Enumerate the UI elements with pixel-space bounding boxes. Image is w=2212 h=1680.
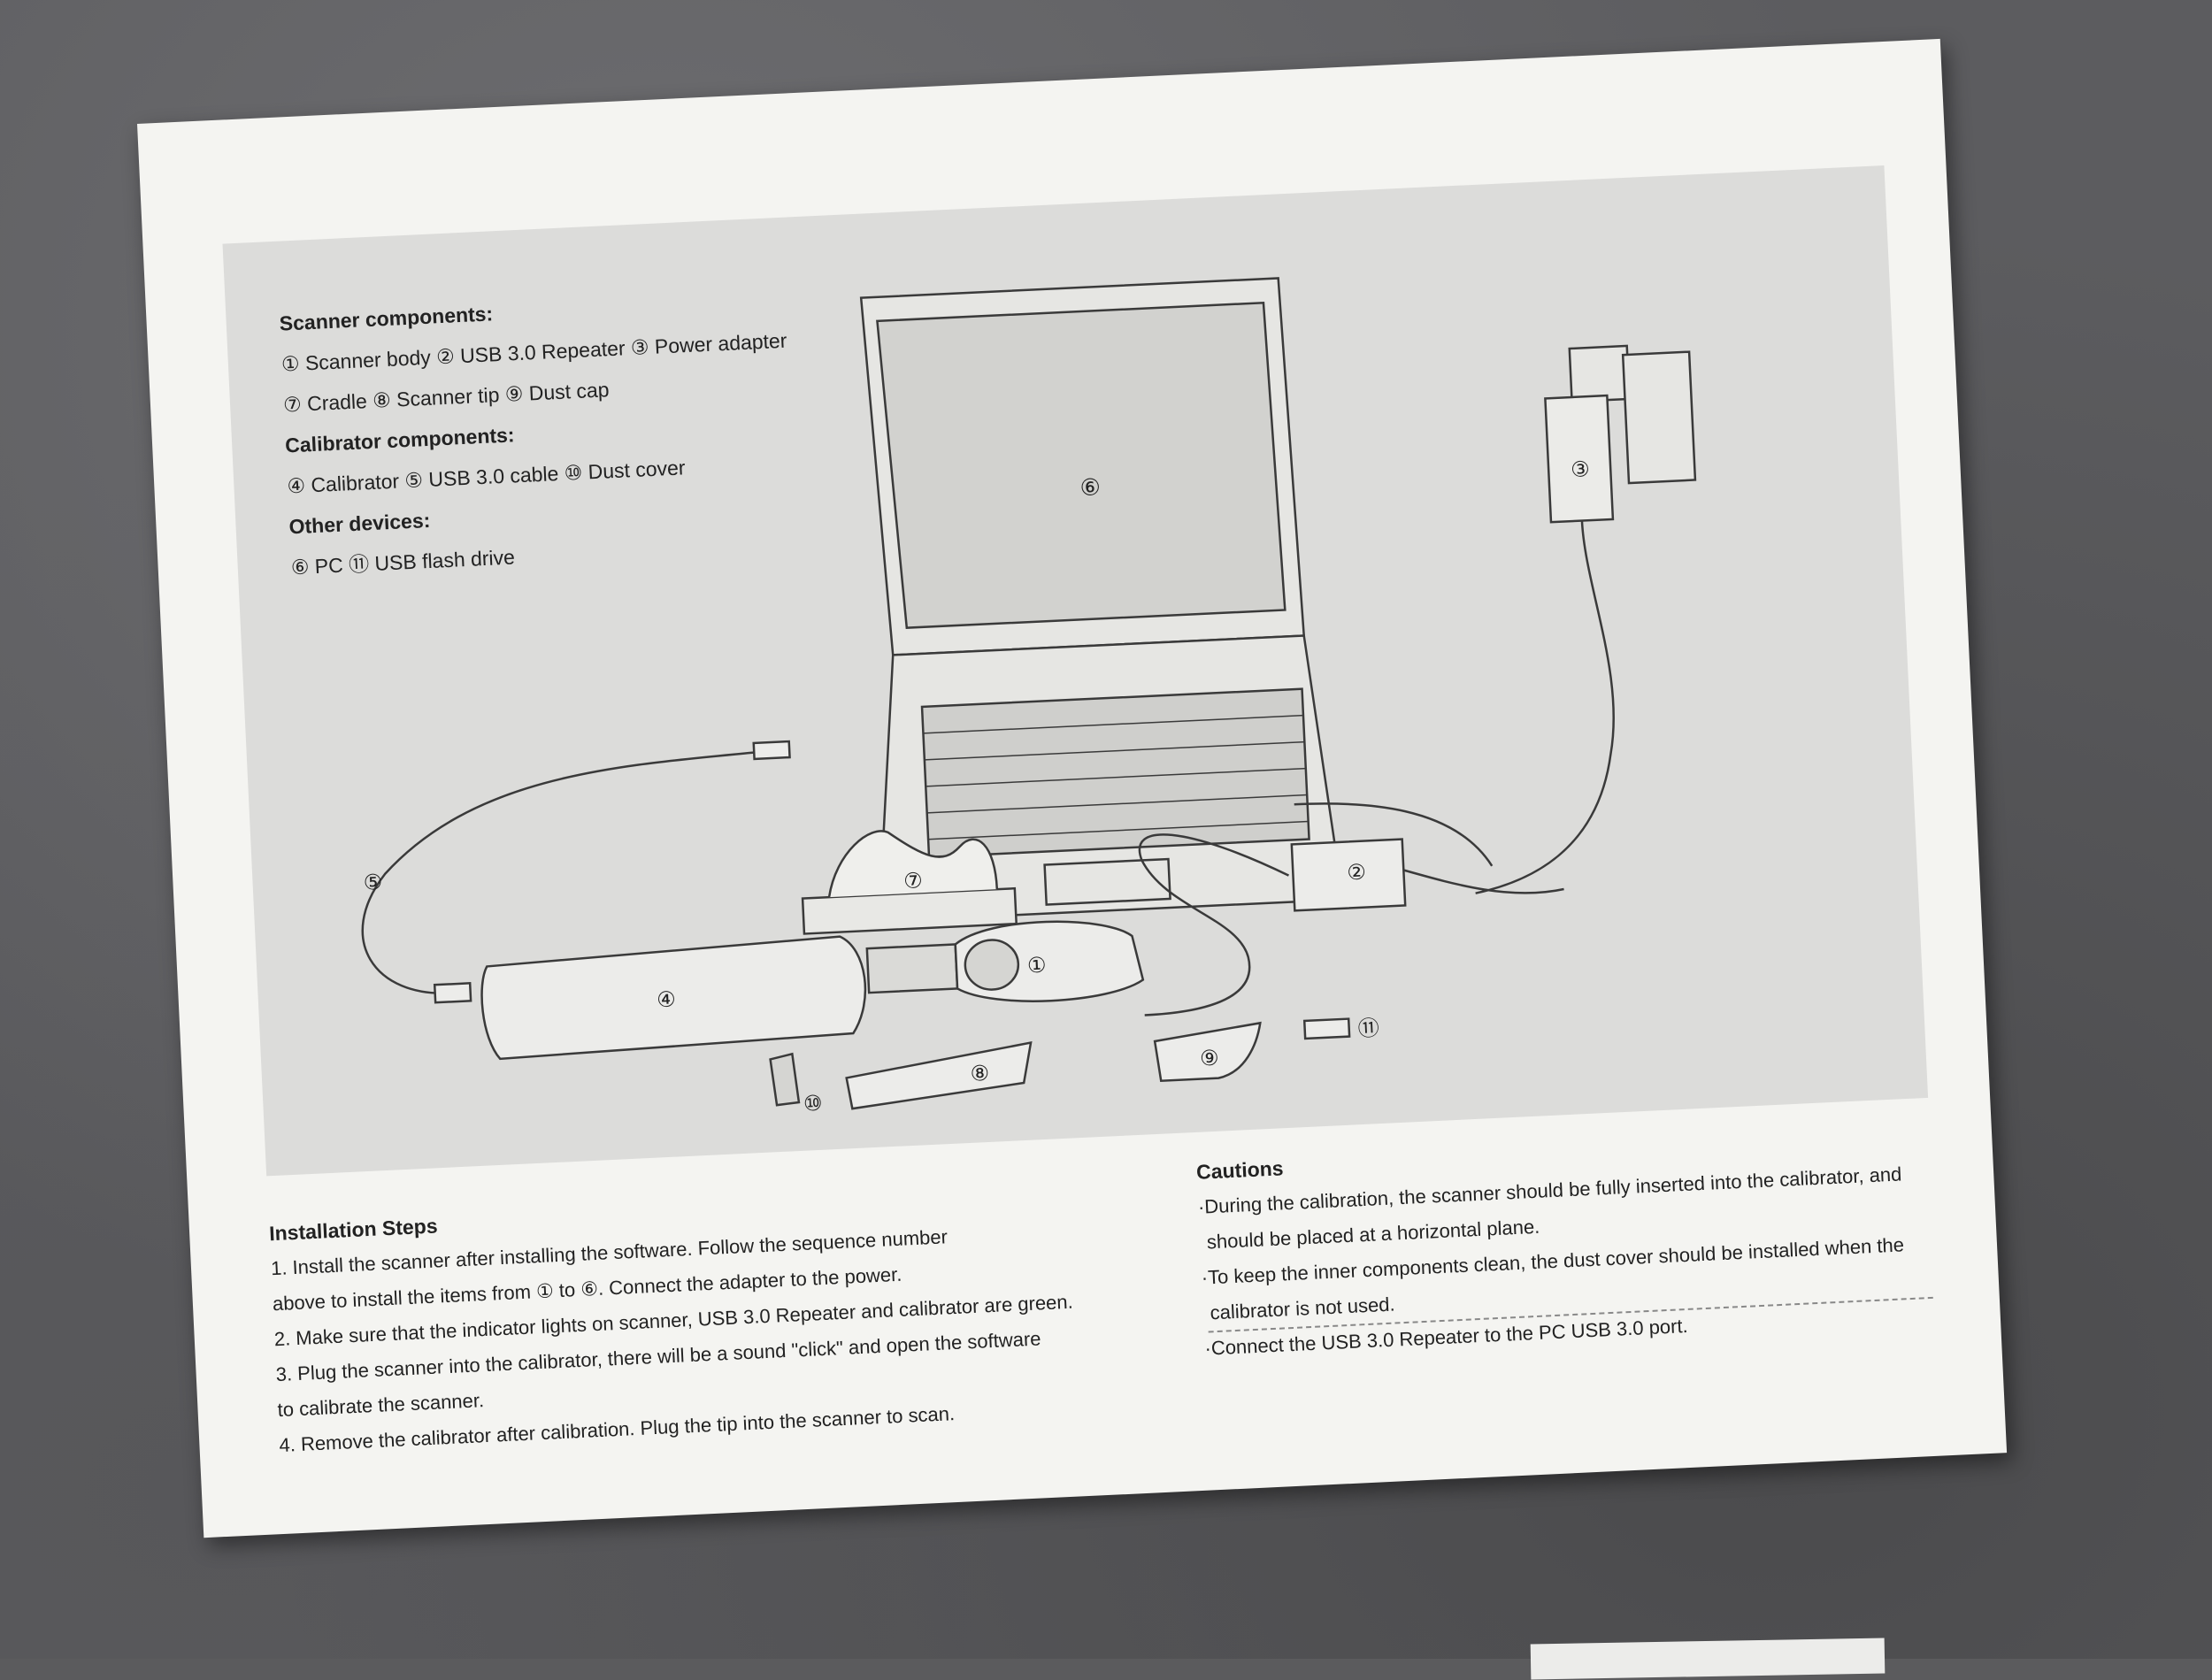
usb-plug-top	[752, 740, 791, 761]
label-pc: ⑥	[1079, 474, 1102, 502]
second-paper-edge	[1530, 1638, 1886, 1680]
power-adapter-illustration	[1475, 344, 1697, 894]
label-calibrator: ④	[657, 986, 677, 1012]
label-usb-repeater: ②	[1347, 860, 1367, 886]
illustration-panel: ⑥ ③ ② ⑤	[222, 165, 1929, 1177]
laptop-illustration	[859, 277, 1345, 923]
components-list: Scanner components: ① Scanner body ② USB…	[279, 273, 928, 588]
label-usb-flash-drive: ⑪	[1357, 1016, 1379, 1041]
label-cradle: ⑦	[903, 868, 924, 894]
label-dust-cap: ⑨	[1199, 1046, 1219, 1071]
dust-cap-illustration	[1153, 1021, 1262, 1082]
calibrator-illustration	[480, 935, 867, 1061]
instruction-card: ⑥ ③ ② ⑤	[137, 38, 2008, 1538]
usb-cable-illustration	[361, 750, 765, 994]
usb-plug-bottom	[433, 982, 472, 1004]
label-dust-cover: ⑩	[803, 1091, 823, 1116]
label-power-adapter: ③	[1571, 456, 1591, 482]
scanner-body-illustration	[865, 920, 1145, 1002]
label-usb-cable: ⑤	[363, 870, 383, 895]
cradle-illustration	[801, 830, 1018, 935]
cautions-section: Cautions ·During the calibration, the sc…	[1195, 1119, 1956, 1367]
installation-steps: Installation Steps 1. Install the scanne…	[268, 1172, 1208, 1463]
usb-flash-drive-illustration	[1302, 1017, 1351, 1040]
scanner-cable	[1138, 833, 1290, 1016]
dust-cover-illustration	[769, 1052, 801, 1107]
label-scanner-tip: ⑧	[970, 1061, 990, 1086]
installation-diagram: ⑥ ③ ② ⑤	[361, 277, 1697, 1116]
label-scanner-body: ①	[1026, 953, 1047, 978]
scanner-tip-illustration	[845, 1041, 1033, 1110]
usb-repeater-illustration	[1290, 802, 1564, 912]
